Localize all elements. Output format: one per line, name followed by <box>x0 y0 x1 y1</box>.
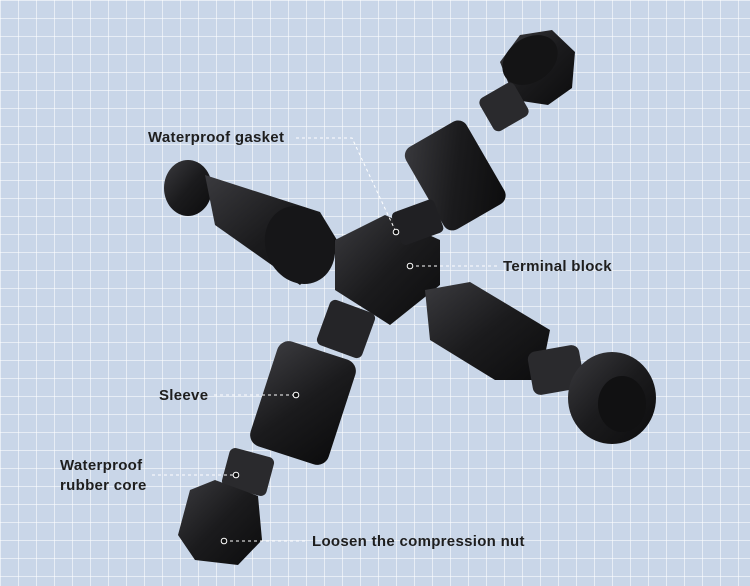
waterproof-gasket-label: Waterproof gasket <box>148 129 285 146</box>
terminal-block <box>335 199 444 325</box>
sleeve <box>250 341 356 465</box>
sleeve-label: Sleeve <box>159 387 209 404</box>
compression-nut <box>178 480 262 565</box>
leader-lines <box>152 137 498 542</box>
terminal-block-label: Terminal block <box>503 258 612 275</box>
left-compression-nut <box>164 160 212 216</box>
waterproof-rubber-core-label: Waterproof rubber core <box>60 457 147 494</box>
right-arm-body <box>425 282 550 380</box>
top-right-sleeve <box>404 120 506 231</box>
left-arm-body <box>205 175 340 285</box>
waterproof-rubber-core <box>221 448 275 496</box>
bottom-stub <box>316 299 376 359</box>
right-rubber-core <box>527 345 585 395</box>
loosen-nut-label: Loosen the compression nut <box>312 533 525 550</box>
leader-dots <box>220 228 414 545</box>
right-compression-nut <box>568 352 656 444</box>
top-right-rubber-core <box>479 82 529 132</box>
top-right-compression-nut <box>500 30 575 105</box>
